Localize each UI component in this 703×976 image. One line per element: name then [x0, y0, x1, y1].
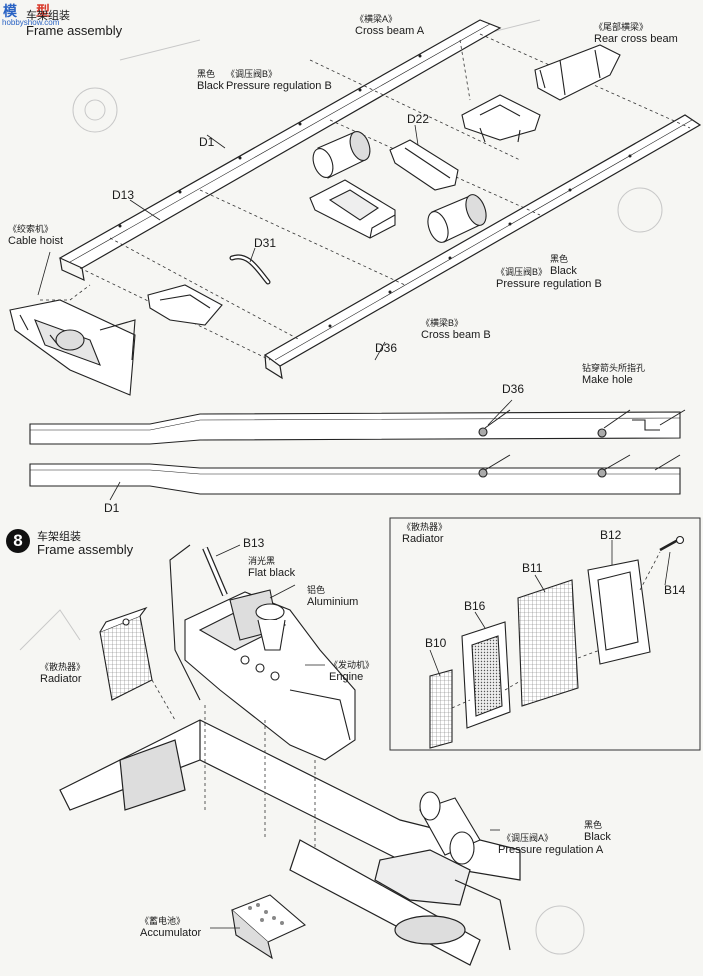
watermark-url: hobbyshow.com [2, 18, 60, 27]
label-cross-beam-a: 《横梁A》 Cross beam A [355, 14, 425, 37]
part-d36-top: D36 [375, 341, 398, 355]
label-cable-hoist: 《绞索机》 Cable hoist [8, 224, 64, 247]
part-d1-top: D1 [199, 135, 215, 149]
inset-title: 《散热器》 Radiator [402, 522, 448, 545]
accumulator-battery [230, 894, 307, 960]
mid-crossmember [309, 179, 396, 239]
top-step-title-en: Frame assembly [26, 23, 123, 38]
part-b16: B16 [464, 599, 486, 613]
part-b13: B13 [243, 536, 265, 550]
watermark-logo: 模 型 hobbyshow.com [0, 0, 68, 30]
label-black-2: 黑色 Black [550, 254, 577, 277]
pressure-regulator-a [419, 791, 481, 865]
label-rear-cross-beam: 《尾部横梁》 Rear cross beam [594, 22, 678, 45]
label-aluminium: 铝色 Aluminium [307, 585, 359, 608]
label-black-1: 黑色 Black [197, 69, 224, 92]
top-frame [58, 19, 702, 380]
label-black-3: 黑色 Black [584, 820, 611, 843]
d22-cross-beam [389, 139, 459, 191]
radiator-parts [429, 535, 685, 749]
label-pressure-b-2: 《调压阀B》 Pressure regulation B [496, 267, 602, 290]
pressure-regulator-b-1 [312, 131, 371, 179]
rear-cross-beam [534, 44, 621, 101]
part-d36-rail: D36 [502, 382, 525, 396]
step-8-badge: 8 [6, 529, 30, 553]
watermark-right: 型 [36, 3, 50, 19]
label-cross-beam-b: 《横梁B》 Cross beam B [421, 318, 491, 341]
part-b10: B10 [425, 636, 447, 650]
chassis-lower [59, 719, 521, 966]
part-d1-rail: D1 [104, 501, 120, 515]
label-flat-black: 消光黑 Flat black [248, 556, 296, 579]
label-pressure-a: 《调压阀A》 Pressure regulation A [498, 833, 604, 856]
side-rail-lower [29, 463, 681, 495]
cross-beam-a [461, 94, 541, 143]
engine-block [184, 589, 356, 761]
step-8-title-cn: 车架组装 [37, 531, 81, 543]
cable-hoist [9, 299, 136, 396]
label-pressure-b-1: 《调压阀B》 Pressure regulation B [226, 69, 332, 92]
part-b11: B11 [522, 561, 543, 575]
label-radiator: 《散热器》 Radiator [40, 662, 86, 685]
watermark-left: 模 [3, 3, 17, 19]
side-rail-upper [29, 411, 681, 445]
b13-pipe [169, 544, 228, 701]
top-step-title-cn: 车架组装 [26, 10, 70, 22]
part-d22: D22 [407, 112, 430, 126]
part-d31: D31 [254, 236, 277, 250]
part-b14: B14 [664, 583, 686, 597]
inset-frame [389, 517, 701, 751]
make-hole-arrows [484, 409, 686, 471]
d13-cross-beam [147, 284, 223, 326]
step-8-title-en: Frame assembly [37, 542, 134, 557]
label-make-hole: 钻穿箭头所指孔 Make hole [582, 363, 646, 386]
pressure-regulator-b-2 [427, 194, 487, 243]
leader-lines [37, 124, 671, 929]
chassis-guides [151, 679, 316, 850]
part-b12: B12 [600, 528, 622, 542]
part-d13: D13 [112, 188, 135, 202]
label-accumulator: 《蓄电池》 Accumulator [140, 916, 202, 939]
radiator-main [99, 606, 153, 701]
label-engine: 《发动机》 Engine [329, 660, 375, 683]
